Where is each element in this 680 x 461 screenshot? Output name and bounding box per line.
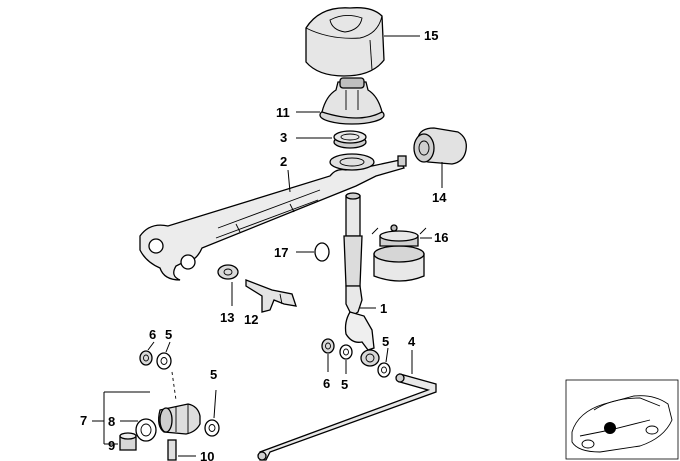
- callout-5-lower: 5: [210, 367, 217, 382]
- part-13-washer[interactable]: [217, 264, 239, 280]
- part-11-rubber-boot[interactable]: [319, 77, 385, 125]
- callout-14: 14: [432, 190, 447, 205]
- callout-17: 17: [274, 245, 288, 260]
- part-17-o-ring[interactable]: [314, 242, 330, 262]
- locator-thumbnail: [565, 379, 679, 460]
- part-2-shift-console[interactable]: [139, 153, 407, 281]
- part-5-washer-left[interactable]: [156, 352, 172, 370]
- part-5-washer-center[interactable]: [339, 344, 353, 360]
- part-14-bushing[interactable]: [413, 127, 467, 165]
- part-12-bracket[interactable]: [245, 279, 297, 313]
- callout-13: 13: [220, 310, 234, 325]
- callout-11: 11: [276, 105, 290, 120]
- callout-4: 4: [408, 334, 416, 349]
- part-3-bearing-ring[interactable]: [333, 130, 367, 149]
- callout-12: 12: [244, 312, 258, 327]
- part-6-bushing-center[interactable]: [321, 338, 335, 354]
- callout-7: 7: [80, 413, 87, 428]
- callout-15: 15: [424, 28, 438, 43]
- part-8-joint[interactable]: [135, 403, 201, 442]
- part-1-shift-lever[interactable]: [343, 192, 380, 367]
- callout-3: 3: [280, 130, 287, 145]
- part-10-pin[interactable]: [167, 439, 177, 461]
- callout-6-top-left: 6: [149, 327, 156, 342]
- callout-16: 16: [434, 230, 448, 245]
- callout-6-center: 6: [323, 376, 330, 391]
- callout-5-right: 5: [382, 334, 389, 349]
- callout-5-top-left: 5: [165, 327, 172, 342]
- callout-9: 9: [108, 438, 115, 453]
- callout-5-center: 5: [341, 377, 348, 392]
- callout-8: 8: [108, 414, 115, 429]
- part-5-washer-lower[interactable]: [204, 419, 220, 437]
- part-15-boot[interactable]: [305, 7, 385, 77]
- callout-2: 2: [280, 154, 287, 169]
- part-5-washer-right[interactable]: [377, 362, 391, 378]
- part-6-bushing-left[interactable]: [139, 350, 153, 366]
- part-16-sleeve[interactable]: [371, 224, 427, 282]
- part-4-selector-rod[interactable]: [257, 373, 437, 461]
- car-icon: [571, 395, 673, 453]
- callout-1: 1: [380, 301, 387, 316]
- callout-10: 10: [200, 449, 214, 461]
- part-9-ball-socket[interactable]: [119, 432, 137, 451]
